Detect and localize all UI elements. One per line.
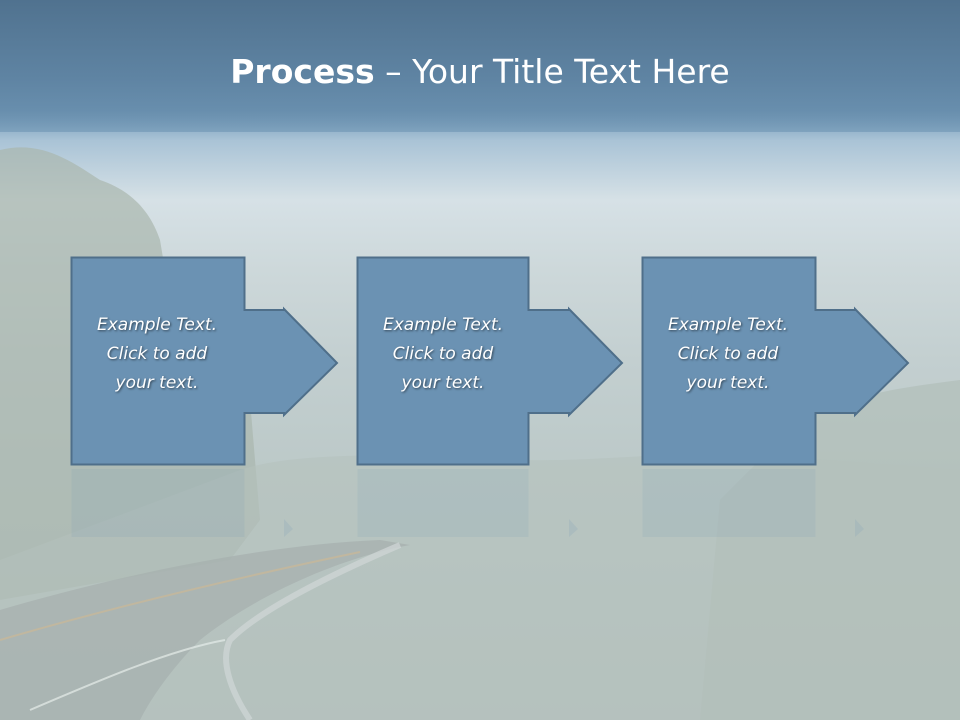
arrow-box-shape [70, 256, 339, 537]
step-line: Example Text. [382, 315, 504, 335]
step-line: your text. [401, 373, 485, 393]
arrow-box-shape [356, 256, 624, 537]
step-line: Click to add [106, 344, 208, 364]
step-line: Click to add [392, 344, 494, 364]
step-line: your text. [115, 373, 199, 393]
step-text[interactable]: Example Text. Click to add your text. [642, 311, 814, 398]
title-bold: Process [230, 52, 375, 91]
title-rest: – Your Title Text Here [374, 52, 730, 91]
title-band [0, 0, 960, 132]
step-text[interactable]: Example Text. Click to add your text. [71, 311, 243, 398]
step-line: Example Text. [667, 315, 789, 335]
step-text[interactable]: Example Text. Click to add your text. [357, 311, 529, 398]
slide-title[interactable]: Process – Your Title Text Here [0, 52, 960, 91]
arrow-box-shape [641, 256, 910, 537]
step-line: Click to add [677, 344, 779, 364]
step-line: your text. [686, 373, 770, 393]
step-line: Example Text. [96, 315, 218, 335]
